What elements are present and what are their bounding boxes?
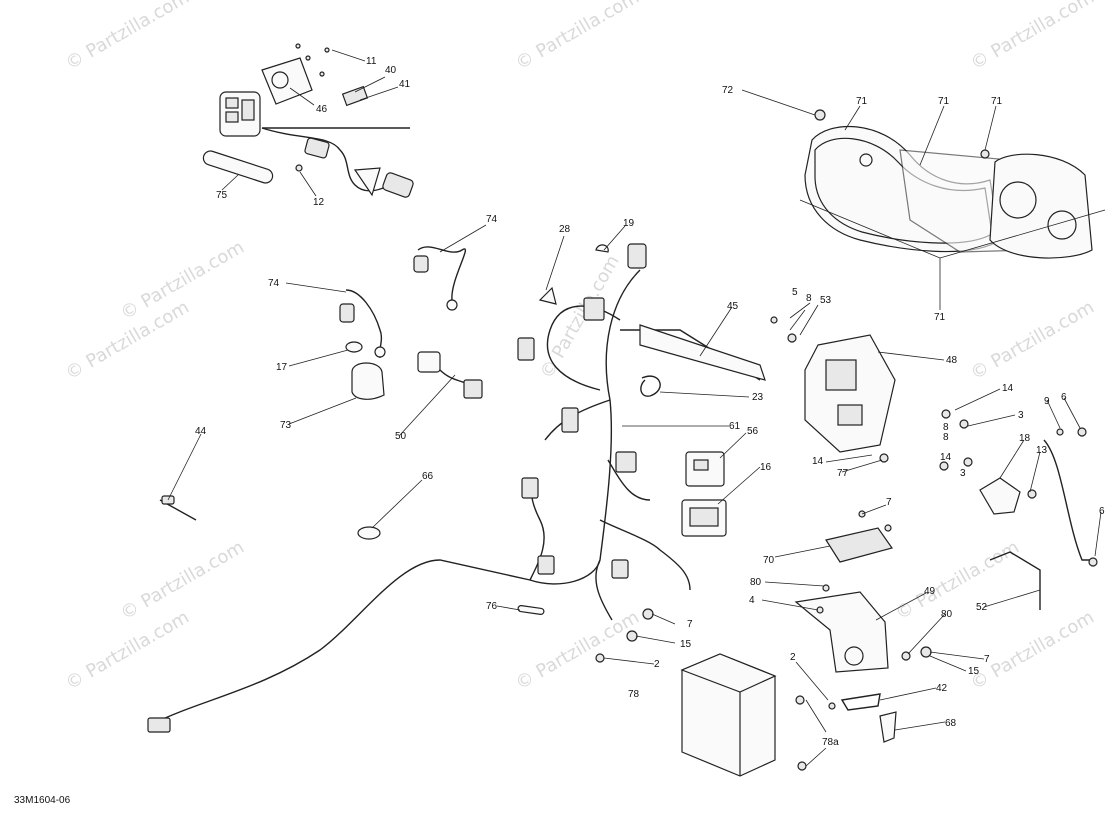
- callout-78: 78: [628, 689, 640, 700]
- watermark: © Partzilla.com: [967, 0, 1098, 74]
- callout-48: 48: [946, 355, 958, 366]
- relay-part[interactable]: [685, 451, 725, 487]
- callout-45: 45: [727, 301, 739, 312]
- callout-78a: 78a: [822, 737, 839, 748]
- ecu-part[interactable]: [825, 527, 893, 563]
- key-switch-part[interactable]: [345, 341, 385, 400]
- callout-42: 42: [936, 683, 948, 694]
- sensor-part[interactable]: [979, 439, 1095, 610]
- callout-53: 53: [820, 295, 832, 306]
- callout-5: 5: [792, 287, 798, 298]
- callout-13: 13: [1036, 445, 1048, 456]
- bracket-part[interactable]: [794, 591, 889, 673]
- callout-70: 70: [763, 555, 775, 566]
- callout-72: 72: [722, 85, 734, 96]
- switch-housing-part[interactable]: [219, 43, 414, 198]
- leader-lines: [167, 49, 1102, 767]
- callout-76: 76: [486, 601, 498, 612]
- fuse-box-part[interactable]: [681, 499, 727, 537]
- callout-44: 44: [195, 426, 207, 437]
- callout-41: 41: [399, 79, 411, 90]
- callout-8-b: 8: [943, 422, 949, 433]
- callout-23: 23: [752, 392, 764, 403]
- callout-80-a: 80: [750, 577, 762, 588]
- wire-part[interactable]: [159, 495, 197, 521]
- callout-3-b: 3: [960, 468, 966, 479]
- callout-17: 17: [276, 362, 288, 373]
- callout-66: 66: [422, 471, 434, 482]
- callout-15-b: 15: [968, 666, 980, 677]
- callout-2-b: 2: [790, 652, 796, 663]
- callout-77: 77: [837, 468, 849, 479]
- diagram-code: 33M1604-06: [14, 795, 71, 806]
- callout-75: 75: [216, 190, 228, 201]
- callout-68: 68: [945, 718, 957, 729]
- wiring-harness-part[interactable]: [147, 243, 766, 733]
- watermark: © Partzilla.com: [62, 0, 193, 74]
- callout-73: 73: [280, 420, 292, 431]
- fasteners: [595, 316, 1098, 771]
- watermark: © Partzilla.com: [512, 0, 643, 74]
- watermark: © Partzilla.com: [892, 537, 1023, 625]
- callout-11: 11: [366, 56, 377, 67]
- callout-16: 16: [760, 462, 772, 473]
- callout-14-b: 14: [940, 452, 952, 463]
- callout-52: 52: [976, 602, 988, 613]
- watermark: © Partzilla.com: [512, 607, 643, 695]
- callout-71-d: 71: [934, 312, 946, 323]
- callout-9: 9: [1044, 396, 1050, 407]
- callout-7-a: 7: [886, 497, 892, 508]
- grommet-part[interactable]: [357, 526, 381, 540]
- battery-box-part[interactable]: [680, 653, 777, 777]
- callout-71-a: 71: [856, 96, 868, 107]
- lanyard-part[interactable]: [339, 289, 386, 359]
- callout-61: 61: [729, 421, 741, 432]
- callout-19: 19: [623, 218, 635, 229]
- callout-74-a: 74: [486, 214, 498, 225]
- callout-49: 49: [924, 586, 936, 597]
- strap-part[interactable]: [840, 693, 881, 711]
- module-bracket-part[interactable]: [804, 334, 896, 453]
- watermark: © Partzilla.com: [967, 607, 1098, 695]
- callout-56: 56: [747, 426, 759, 437]
- callout-4: 4: [749, 595, 755, 606]
- callout-74-b: 74: [268, 278, 280, 289]
- callout-6-a: 6: [1061, 392, 1067, 403]
- callout-71-b: 71: [938, 96, 950, 107]
- callout-8-a: 8: [806, 293, 812, 304]
- callout-28: 28: [559, 224, 571, 235]
- callout-15-a: 15: [680, 639, 692, 650]
- fitting-part[interactable]: [879, 711, 897, 743]
- callout-80-b: 80: [941, 609, 953, 620]
- callout-7-b: 7: [687, 619, 693, 630]
- callout-12: 12: [313, 197, 325, 208]
- callout-40: 40: [385, 65, 397, 76]
- tube-part[interactable]: [202, 149, 275, 185]
- callout-3-a: 3: [1018, 410, 1024, 421]
- callout-14-c: 14: [812, 456, 824, 467]
- clip-part[interactable]: [517, 605, 545, 615]
- callout-71-c: 71: [991, 96, 1003, 107]
- callout-18: 18: [1019, 433, 1031, 444]
- callout-50: 50: [395, 431, 407, 442]
- callout-8-c: 8: [943, 432, 949, 443]
- connector-part[interactable]: [417, 351, 483, 399]
- callout-7-c: 7: [984, 654, 990, 665]
- watermark: © Partzilla.com: [536, 252, 624, 383]
- callout-2-a: 2: [654, 659, 660, 670]
- callout-14-a: 14: [1002, 383, 1014, 394]
- callout-labels: 11 40 41 46 12 75 72 71 71 71 71 28 19 7…: [195, 56, 1105, 748]
- callout-6-b: 6: [1099, 506, 1105, 517]
- gauge-cluster-part[interactable]: [799, 109, 1106, 259]
- lanyard-part[interactable]: [413, 246, 467, 311]
- cable-tie-part[interactable]: [538, 244, 661, 397]
- callout-46: 46: [316, 104, 328, 115]
- watermark: © Partzilla.com: [967, 297, 1098, 385]
